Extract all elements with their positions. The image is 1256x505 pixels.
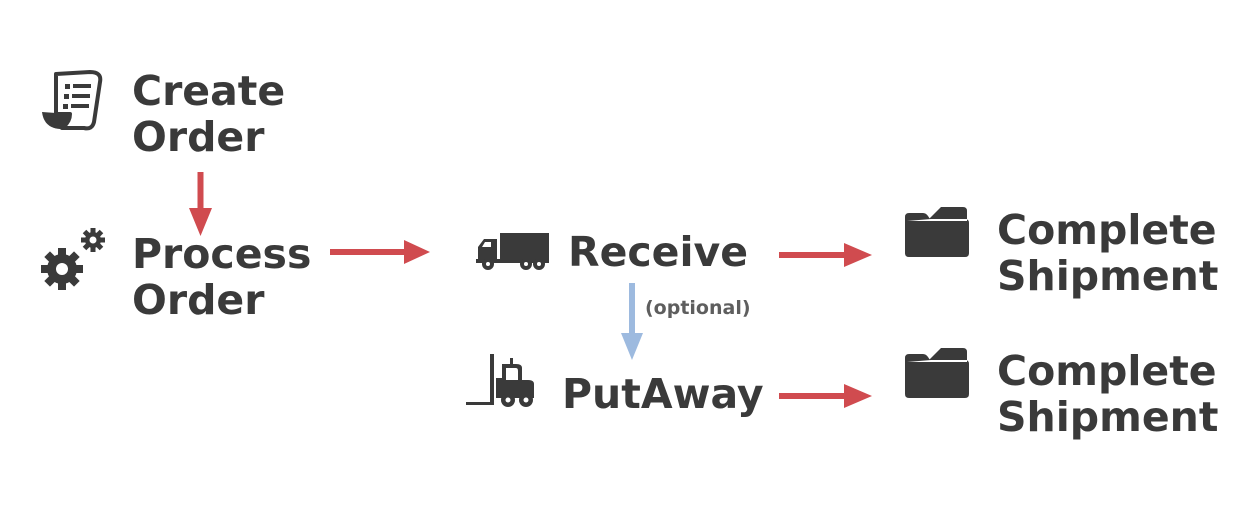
gears-icon	[41, 228, 105, 290]
receive-label: Receive	[568, 228, 749, 276]
arrow-process-to-receive	[330, 240, 430, 264]
putaway-label: PutAway	[562, 370, 764, 418]
process-order-line2: Order	[132, 276, 265, 324]
create-order-line2: Order	[132, 113, 265, 161]
complete-shipment-top-label: Complete Shipment	[997, 207, 1218, 299]
folder-icon	[905, 207, 969, 257]
order-document-icon	[42, 70, 103, 131]
complete-shipment-top-line1: Complete	[997, 206, 1217, 254]
arrow-create-to-process	[189, 172, 212, 236]
create-order-line1: Create	[132, 67, 286, 115]
process-order-label: Process Order	[132, 231, 311, 323]
arrow-receive-to-putaway-optional	[621, 283, 643, 360]
complete-shipment-bottom-line2: Shipment	[997, 393, 1219, 441]
optional-note: (optional)	[645, 297, 751, 319]
complete-shipment-bottom-line1: Complete	[997, 347, 1217, 395]
process-order-line1: Process	[132, 230, 312, 278]
arrow-receive-to-complete	[779, 243, 872, 267]
truck-icon	[476, 233, 549, 270]
arrow-putaway-to-complete	[779, 384, 872, 408]
folder-icon	[905, 348, 969, 398]
create-order-label: Create Order	[132, 68, 285, 160]
complete-shipment-top-line2: Shipment	[997, 252, 1219, 300]
complete-shipment-bottom-label: Complete Shipment	[997, 348, 1218, 440]
forklift-icon	[466, 354, 534, 407]
